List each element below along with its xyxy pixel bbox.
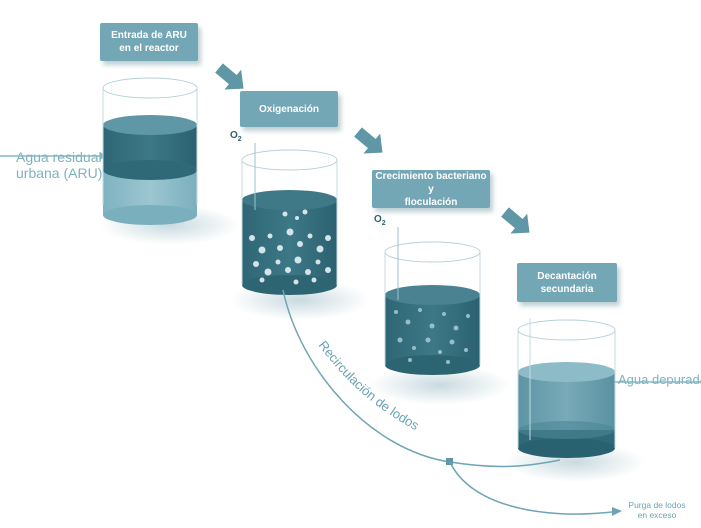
stage-growth-box: Crecimiento bacteriano y floculación [372,170,490,208]
aeration-bubbles [249,209,331,285]
excess-sludge-label: Purga de lodos en exceso [628,500,686,520]
stage-growth-label: Crecimiento bacteriano y floculación [375,170,487,208]
floc-particles [394,308,470,364]
stage-oxygenation-label: Oxigenación [258,103,319,115]
tank-flocculation [384,227,481,375]
oxygen-label-1: O2 [230,130,242,143]
raw-water-label: Agua residual urbana (ARU) [16,149,103,181]
stage-inflow-label: Entrada de ARU en el reactor [111,30,187,54]
stage-inflow-box: Entrada de ARU en el reactor [100,23,198,61]
tank3-shadow [370,365,510,405]
tank-inflow [102,77,198,225]
stage-oxygenation-box: Oxigenación [240,91,338,127]
step-arrow-3 [501,207,530,234]
tank-settling [517,318,616,458]
stage-settling-label: Decantación secundaria [537,270,597,295]
oxygen-label-2: O2 [374,214,386,227]
step-arrow-2 [354,127,383,154]
purge-line [449,461,613,515]
tank-oxygenation [241,143,338,295]
recirculation-line [282,289,561,468]
recirculation-junction [446,458,453,465]
purge-arrowhead [612,507,622,516]
treated-water-label: Agua depurada [618,372,701,387]
stage-settling-box: Decantación secundaria [517,263,617,302]
step-arrow-1 [215,63,244,90]
